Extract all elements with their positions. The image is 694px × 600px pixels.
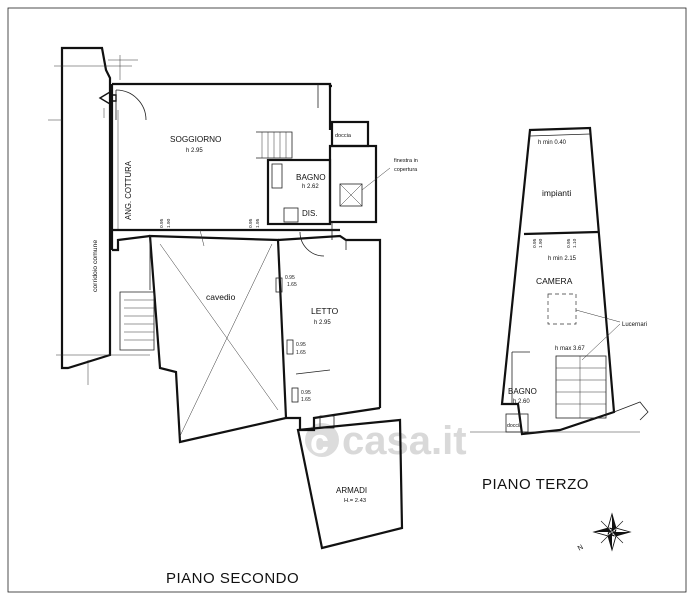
roof-window bbox=[339, 183, 363, 207]
dim-label: 0.95 bbox=[159, 218, 165, 228]
roof-window-note-1: finestra in bbox=[394, 158, 418, 164]
dim-label: 1.65 bbox=[287, 282, 297, 288]
dim-label: 0.95 bbox=[248, 218, 254, 228]
second-floor-title: PIANO SECONDO bbox=[166, 570, 299, 587]
stairs-corridor bbox=[119, 291, 155, 351]
skylights-label: Lucernari bbox=[622, 322, 647, 328]
dim-label: 1.65 bbox=[296, 350, 306, 356]
second-floor-plan: corridoio comune ANG. COTTURA SOGGIORNO … bbox=[48, 46, 418, 587]
bedroom-label: LETTO bbox=[311, 306, 339, 316]
wardrobe-height: H.= 2.43 bbox=[344, 498, 366, 504]
room-label: CAMERA bbox=[536, 276, 573, 286]
living-room-height: h 2.95 bbox=[186, 148, 203, 154]
dim-label: 0.95 bbox=[285, 275, 295, 281]
compass-rose-icon: N bbox=[577, 512, 632, 553]
dis-label: DIS. bbox=[302, 209, 318, 218]
stairs-third bbox=[555, 355, 607, 419]
stairs-second bbox=[256, 131, 293, 159]
courtyard-label: cavedio bbox=[206, 292, 236, 302]
roof-window-note-2: copertura bbox=[394, 167, 418, 173]
hmin-mid-label: h min 2.15 bbox=[548, 256, 577, 262]
kitchen-label: ANG. COTTURA bbox=[124, 160, 133, 220]
courtyard-outline bbox=[148, 234, 288, 444]
drawing-frame bbox=[7, 7, 687, 593]
shower-label: doccia bbox=[335, 133, 352, 139]
corridor-walls bbox=[60, 46, 112, 370]
wardrobe-walls bbox=[296, 418, 404, 550]
dim-label: 1.65 bbox=[301, 397, 311, 403]
third-bathroom-label: BAGNO bbox=[508, 387, 537, 396]
dim-label: 0.95 bbox=[566, 238, 572, 248]
third-floor-title: PIANO TERZO bbox=[482, 476, 589, 493]
wardrobe-label: ARMADI bbox=[336, 486, 367, 495]
svg-text:c: c bbox=[310, 423, 329, 461]
compass-letter: N bbox=[577, 544, 585, 553]
hmin-top-label: h min 0.40 bbox=[538, 140, 567, 146]
dim-label: 0.95 bbox=[301, 390, 311, 396]
skylight bbox=[547, 293, 577, 325]
bathroom-label: BAGNO bbox=[296, 173, 326, 182]
watermark: c casa.it bbox=[305, 419, 467, 463]
bathroom-height: h 2.62 bbox=[302, 184, 319, 190]
dim-label: 1.95 bbox=[255, 218, 261, 228]
dim-label: 1.90 bbox=[538, 238, 544, 248]
third-bathroom-height: h 2.60 bbox=[513, 399, 530, 405]
dim-label: 0.95 bbox=[296, 342, 306, 348]
dim-label: 0.95 bbox=[532, 238, 538, 248]
bathroom-walls bbox=[266, 158, 332, 226]
watermark-text: casa.it bbox=[342, 419, 467, 463]
third-shower-label: doccia bbox=[507, 423, 522, 429]
dim-label: 1.10 bbox=[572, 238, 578, 248]
utilities-label: impianti bbox=[542, 188, 571, 198]
living-room-label: SOGGIORNO bbox=[170, 135, 221, 144]
third-floor-plan: h min 0.40 impianti h min 2.15 CAMERA Lu… bbox=[470, 126, 649, 493]
entrance-arrow-icon bbox=[98, 90, 117, 118]
dim-label: 1.90 bbox=[166, 218, 172, 228]
bedroom-height: h 2.95 bbox=[314, 320, 331, 326]
corridor-label: corridoio comune bbox=[92, 240, 99, 292]
hmax-label: h max 3.67 bbox=[555, 346, 585, 352]
